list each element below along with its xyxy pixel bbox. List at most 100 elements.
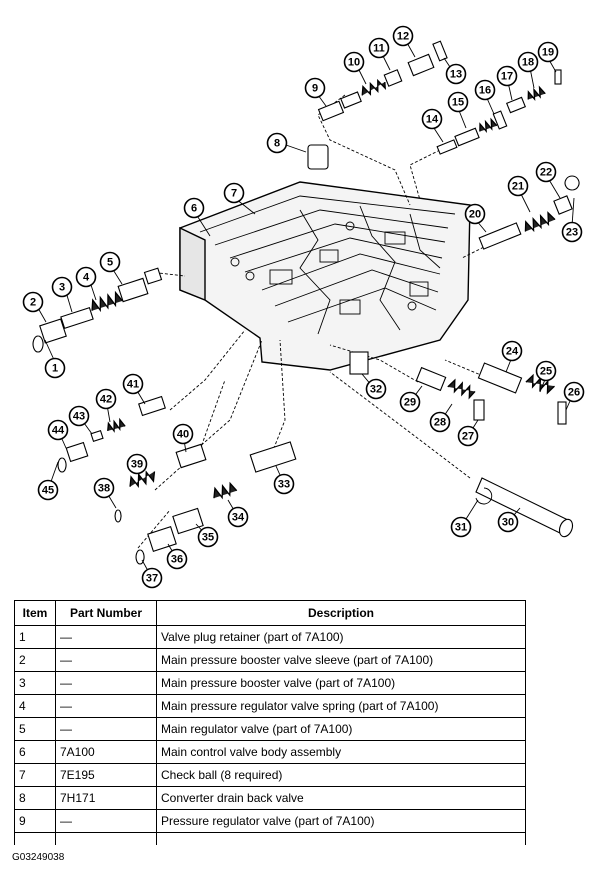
table-cell-empty: [55, 832, 157, 845]
callout-circle: [273, 473, 295, 495]
callout-number: 39: [131, 459, 143, 471]
callout-30: 30: [497, 511, 519, 533]
callout-35: 35: [197, 526, 219, 548]
table-row: 9—Pressure regulator valve (part of 7A10…: [14, 809, 526, 833]
callout-number: 43: [73, 411, 85, 423]
table-cell-description: Main pressure booster valve sleeve (part…: [156, 648, 526, 672]
callout-number: 33: [278, 479, 290, 491]
callout-number: 27: [462, 431, 474, 443]
callout-16: 16: [474, 79, 496, 101]
table-cell-part-number: —: [55, 809, 157, 833]
callout-circle: [497, 511, 519, 533]
callout-9: 9: [304, 77, 326, 99]
table-header-row: Item Part Number Description: [14, 600, 526, 626]
callout-circle: [496, 65, 518, 87]
callout-3: 3: [51, 276, 73, 298]
callout-6: 6: [183, 197, 205, 219]
callout-number: 7: [231, 188, 237, 200]
callout-4: 4: [75, 266, 97, 288]
callout-45: 45: [37, 479, 59, 501]
callout-circle: [51, 276, 73, 298]
callout-14: 14: [421, 108, 443, 130]
callout-38: 38: [93, 477, 115, 499]
callout-circle: [166, 548, 188, 570]
callout-1: 1: [44, 357, 66, 379]
callout-2: 2: [22, 291, 44, 313]
callout-number: 34: [232, 512, 245, 524]
table-cell-part-number: —: [55, 625, 157, 649]
callout-37: 37: [141, 567, 163, 589]
callout-10: 10: [343, 51, 365, 73]
table-cell-description: Main pressure booster valve (part of 7A1…: [156, 671, 526, 695]
callout-number: 11: [373, 43, 385, 55]
callout-20: 20: [464, 203, 486, 225]
callout-29: 29: [399, 391, 421, 413]
table-cell-empty: [156, 832, 526, 845]
callout-36: 36: [166, 548, 188, 570]
callout-number: 6: [191, 203, 197, 215]
callout-number: 12: [397, 31, 409, 43]
callout-number: 4: [83, 272, 90, 284]
callout-number: 42: [100, 394, 112, 406]
callout-number: 15: [452, 97, 464, 109]
callout-42: 42: [95, 388, 117, 410]
callout-circle: [368, 37, 390, 59]
table-cell-item: 2: [14, 648, 56, 672]
callout-circle: [93, 477, 115, 499]
callout-circle: [421, 108, 443, 130]
callout-circle: [447, 91, 469, 113]
callout-15: 15: [447, 91, 469, 113]
callout-circle: [141, 567, 163, 589]
callout-group: 1234567891011121314151617181920212223242…: [22, 25, 585, 589]
callout-27: 27: [457, 425, 479, 447]
callout-number: 31: [455, 522, 467, 534]
callout-circle: [227, 506, 249, 528]
callout-circle: [517, 51, 539, 73]
callout-circle: [399, 391, 421, 413]
exploded-valve-body-diagram: 1234567891011121314151617181920212223242…: [22, 25, 585, 589]
callout-34: 34: [227, 506, 249, 528]
callout-number: 5: [107, 257, 113, 269]
callout-circle: [75, 266, 97, 288]
callout-circle: [457, 425, 479, 447]
table-cell-description: Main regulator valve (part of 7A100): [156, 717, 526, 741]
callout-circle: [304, 77, 326, 99]
callout-circle: [183, 197, 205, 219]
callout-number: 19: [542, 47, 554, 59]
callout-32: 32: [365, 378, 387, 400]
callout-number: 3: [59, 282, 65, 294]
callout-7: 7: [223, 182, 245, 204]
callout-28: 28: [429, 411, 451, 433]
callout-number: 35: [202, 532, 214, 544]
table-row: 2—Main pressure booster valve sleeve (pa…: [14, 648, 526, 672]
callout-circle: [464, 203, 486, 225]
callout-13: 13: [445, 63, 467, 85]
callout-number: 45: [42, 485, 54, 497]
callout-19: 19: [537, 41, 559, 63]
callout-circle: [535, 360, 557, 382]
callout-44: 44: [47, 419, 69, 441]
table-row: 5—Main regulator valve (part of 7A100): [14, 717, 526, 741]
callout-circle: [99, 251, 121, 273]
callout-circle: [95, 388, 117, 410]
callout-number: 18: [522, 57, 534, 69]
callout-number: 38: [98, 483, 110, 495]
table-cell-description: Pressure regulator valve (part of 7A100): [156, 809, 526, 833]
table-continuation-row: [14, 832, 526, 845]
callout-number: 36: [171, 554, 183, 566]
callout-number: 16: [479, 85, 491, 97]
callout-39: 39: [126, 453, 148, 475]
callout-number: 21: [512, 181, 524, 193]
header-description: Description: [156, 600, 526, 626]
callout-number: 23: [566, 227, 578, 239]
table-cell-part-number: 7A100: [55, 740, 157, 764]
callout-circle: [37, 479, 59, 501]
callout-number: 10: [348, 57, 360, 69]
parts-table: Item Part Number Description 1—Valve plu…: [14, 600, 526, 845]
figure-code: G03249038: [12, 852, 65, 863]
table-cell-part-number: 7E195: [55, 763, 157, 787]
callout-circle: [223, 182, 245, 204]
callout-18: 18: [517, 51, 539, 73]
